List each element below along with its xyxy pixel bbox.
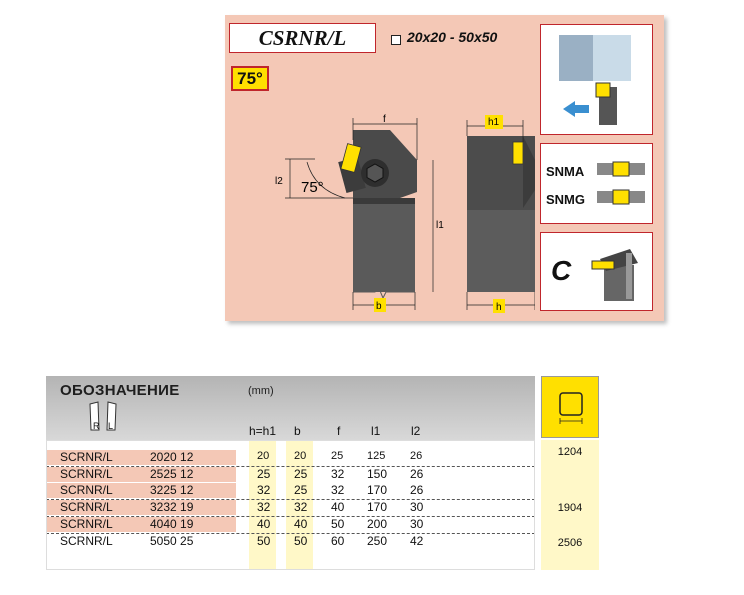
insert-profile-icons <box>597 161 645 205</box>
row-h: 40 <box>257 517 271 531</box>
row-l2: 26 <box>410 450 423 462</box>
row-l1: 250 <box>367 534 388 548</box>
row-b: 25 <box>294 483 308 497</box>
row-f: 50 <box>331 517 345 531</box>
dim-l2: l2 <box>275 176 283 187</box>
row-l2: 26 <box>410 467 424 481</box>
row-h: 50 <box>257 534 271 548</box>
row-f: 60 <box>331 534 345 548</box>
dim-f: f <box>383 114 386 125</box>
product-code-box: CSRNR/L <box>229 23 376 53</box>
square-shank-icon <box>391 35 401 45</box>
row-f: 25 <box>331 450 344 462</box>
row-code: SCRNR/L <box>60 534 113 548</box>
drawing-angle: 75° <box>301 179 324 196</box>
insert-code: 1204 <box>557 446 583 458</box>
col-h: h=h1 <box>249 424 277 438</box>
hand-r: R <box>93 421 100 431</box>
col-b-highlight <box>286 440 313 570</box>
product-panel: CSRNR/L 20x20 - 50x50 75° <box>225 15 664 321</box>
row-l2: 26 <box>410 483 424 497</box>
table-unit: (mm) <box>248 385 274 397</box>
row-code: SCRNR/L <box>60 500 113 514</box>
table-row: SCRNR/L 2525 12 25 25 32 150 26 <box>46 467 535 482</box>
row-code: SCRNR/L <box>60 467 113 481</box>
row-size: 3232 19 <box>150 500 194 514</box>
row-f: 40 <box>331 500 345 514</box>
side-view <box>338 130 417 300</box>
clamping-system-box: C <box>540 232 653 311</box>
row-h: 32 <box>257 483 271 497</box>
designation-table: ОБОЗНАЧЕНИЕ (mm) R L h=h1 b f l1 l2 SCRN… <box>46 376 535 570</box>
row-l1: 125 <box>367 450 386 462</box>
row-code: SCRNR/L <box>60 483 113 497</box>
row-l1: 170 <box>367 483 388 497</box>
clamping-type-label: C <box>551 255 572 286</box>
row-size: 3225 12 <box>150 483 194 497</box>
row-f: 32 <box>331 467 345 481</box>
tool-holder-drawing: f l2 75° l1 b h1 h <box>275 114 535 313</box>
row-code: SCRNR/L <box>60 517 113 531</box>
row-b: 32 <box>294 500 308 514</box>
hand-l: L <box>108 421 114 431</box>
dim-h1: h1 <box>488 117 500 128</box>
row-b: 25 <box>294 467 308 481</box>
front-view <box>467 136 535 292</box>
square-insert-icon <box>559 392 583 424</box>
row-size: 2020 12 <box>150 450 194 464</box>
dim-h: h <box>496 302 502 313</box>
row-f: 32 <box>331 483 345 497</box>
row-l1: 150 <box>367 467 388 481</box>
insert-type-box: SNMA SNMG <box>540 143 653 224</box>
clamp-icon <box>591 249 638 301</box>
col-l2: l2 <box>411 424 421 438</box>
table-title: ОБОЗНАЧЕНИЕ <box>60 382 180 399</box>
h-label-bg <box>493 299 505 313</box>
row-size: 4040 19 <box>150 517 194 531</box>
h1-label-bg <box>485 115 503 129</box>
row-l2: 30 <box>410 517 424 531</box>
approach-angle-badge: 75° <box>231 66 269 91</box>
row-b: 50 <box>294 534 308 548</box>
size-range: 20x20 - 50x50 <box>407 29 498 45</box>
application-diagram <box>559 35 631 125</box>
insert-code: 2506 <box>557 537 583 549</box>
side-dimensions <box>285 118 434 310</box>
col-b: b <box>294 424 301 438</box>
row-size: 5050 25 <box>150 534 194 548</box>
application-diagram-box <box>540 24 653 135</box>
col-l1: l1 <box>371 424 381 438</box>
insert-snma-label: SNMA <box>546 164 585 179</box>
dim-l1: l1 <box>436 220 444 231</box>
row-h: 32 <box>257 500 271 514</box>
row-l1: 170 <box>367 500 388 514</box>
row-b: 20 <box>294 450 307 462</box>
row-h: 20 <box>257 450 270 462</box>
insert-code: 1904 <box>557 502 583 514</box>
table-row: SCRNR/L 5050 25 50 50 60 250 42 <box>46 534 535 549</box>
row-code: SCRNR/L <box>60 450 113 464</box>
row-h: 25 <box>257 467 271 481</box>
row-l2: 30 <box>410 500 424 514</box>
row-b: 40 <box>294 517 308 531</box>
row-size: 2525 12 <box>150 467 194 481</box>
table-row: SCRNR/L 3225 12 32 25 32 170 26 <box>46 483 535 498</box>
table-header: ОБОЗНАЧЕНИЕ (mm) R L h=h1 b f l1 l2 <box>46 376 535 440</box>
table-row: SCRNR/L 3232 19 32 32 40 170 30 <box>46 500 535 515</box>
col-f: f <box>337 424 341 438</box>
product-code: CSRNR/L <box>258 26 347 50</box>
row-l1: 200 <box>367 517 388 531</box>
insert-header-box <box>541 376 599 438</box>
b-label-bg <box>374 298 386 312</box>
table-row: SCRNR/L 2020 12 20 20 25 125 26 <box>46 450 535 465</box>
dim-b: b <box>376 301 382 312</box>
insert-snmg-label: SNMG <box>546 192 585 207</box>
hand-icon <box>89 401 117 431</box>
row-l2: 42 <box>410 534 424 548</box>
table-row: SCRNR/L 4040 19 40 40 50 200 30 <box>46 517 535 532</box>
insert-code-column: 1204 1904 2506 <box>541 440 599 570</box>
col-h-highlight <box>249 440 276 570</box>
